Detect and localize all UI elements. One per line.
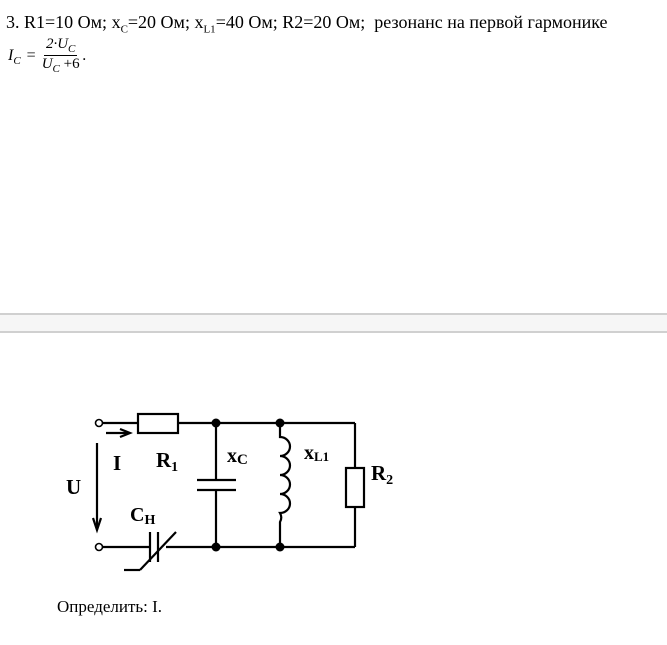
ch-sub: H [144, 513, 155, 528]
numerator-sub: C [68, 43, 76, 55]
numerator-text: 2·U [45, 36, 69, 52]
denominator: UC +6 [42, 56, 80, 75]
r2-sub: 2 [386, 473, 393, 488]
ch-arrow [139, 531, 177, 571]
xl-value: xL1=40 Ом; [194, 12, 278, 36]
r2-resistor [344, 466, 366, 509]
formula-end: . [82, 46, 87, 64]
xl-sub: L1 [203, 23, 216, 36]
denominator-text: U [41, 56, 53, 72]
xl-sub-label: L1 [314, 449, 329, 464]
label-r1: R1 [156, 448, 178, 475]
r2-letter: R [371, 461, 387, 485]
problem-statement: 3. R1=10 Ом; xC=20 Ом; xL1=40 Ом; R2=20 … [6, 12, 608, 36]
formula-lhs-sub: C [13, 55, 21, 67]
numerator: 2·UC [43, 36, 78, 56]
xc-sub: C [120, 23, 128, 36]
terminal-bottom [94, 542, 104, 552]
label-xl1: xL1 [304, 442, 329, 464]
formula-lhs: I [8, 46, 14, 64]
xc-value: xC=20 Ом; [111, 12, 190, 36]
label-voltage: U [66, 475, 81, 499]
inductor [278, 423, 292, 547]
xc-number: =20 Ом; [127, 12, 190, 32]
xc-symbol: x [111, 12, 121, 32]
terminal-top [94, 418, 104, 428]
label-ch: CH [130, 504, 155, 528]
label-xc: xC [227, 445, 248, 468]
label-current: I [113, 451, 121, 475]
fraction: 2·UC UC +6 [42, 36, 80, 75]
xc-sub-label: C [237, 452, 248, 468]
condition-text: резонанс на первой гармонике [374, 12, 608, 32]
formula-equals: = [26, 46, 36, 64]
denominator-sub: C [52, 63, 60, 75]
xc-x: x [227, 445, 237, 467]
r1-value: R1=10 Ом; [24, 12, 108, 32]
r1-sub: 1 [171, 460, 178, 475]
r1-resistor [136, 412, 180, 435]
xl-number: =40 Ом; [215, 12, 278, 32]
xl-x: x [304, 442, 314, 464]
divider-band [0, 313, 667, 333]
ch-letter: C [130, 504, 144, 526]
task-text: Определить: I. [57, 597, 163, 616]
problem-number: 3. [6, 12, 20, 32]
r2-value: R2=20 Ом; [282, 12, 366, 32]
denominator-tail: +6 [63, 56, 80, 72]
r1-letter: R [156, 448, 172, 472]
label-r2: R2 [371, 461, 393, 488]
xl-symbol: x [194, 12, 204, 32]
